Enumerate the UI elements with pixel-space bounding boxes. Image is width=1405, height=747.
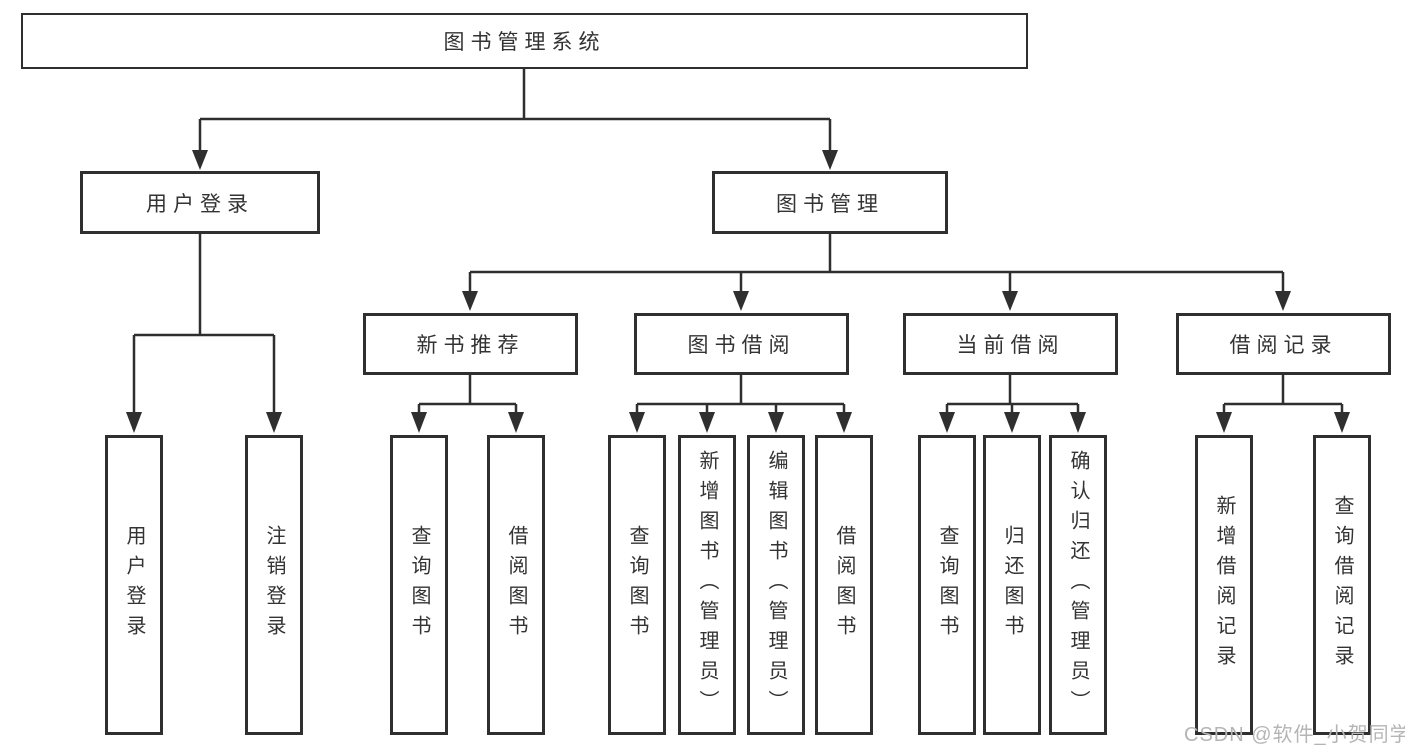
leaf-borrow-books-1-label: 借阅图书 bbox=[505, 525, 527, 645]
node-book-borrow: 图书借阅 bbox=[634, 313, 849, 375]
leaf-add-borrow-record: 新增借阅记录 bbox=[1195, 435, 1253, 735]
leaf-query-books-1-label: 查询图书 bbox=[408, 525, 430, 645]
node-current-borrow-label: 当前借阅 bbox=[956, 334, 1065, 357]
leaf-add-book-admin: 新增图书（管理员） bbox=[678, 435, 736, 735]
leaf-borrow-books-2-label: 借阅图书 bbox=[833, 525, 855, 645]
watermark: CSDN @软件_小贺同学 bbox=[1184, 724, 1405, 746]
leaf-query-books-2: 查询图书 bbox=[608, 435, 666, 735]
node-current-borrow: 当前借阅 bbox=[903, 313, 1118, 375]
node-borrow-records: 借阅记录 bbox=[1176, 313, 1391, 375]
leaf-edit-book-admin-label: 编辑图书（管理员） bbox=[765, 450, 787, 720]
leaf-user-login-label: 用户登录 bbox=[123, 525, 145, 645]
leaf-return-book: 归还图书 bbox=[983, 435, 1041, 735]
node-user-login: 用户登录 bbox=[80, 171, 320, 234]
leaf-edit-book-admin: 编辑图书（管理员） bbox=[747, 435, 805, 735]
leaf-logout-label: 注销登录 bbox=[263, 525, 285, 645]
leaf-query-books-1: 查询图书 bbox=[390, 435, 448, 735]
node-borrow-records-label: 借阅记录 bbox=[1229, 334, 1338, 357]
leaf-add-borrow-record-label: 新增借阅记录 bbox=[1213, 495, 1235, 675]
leaf-logout: 注销登录 bbox=[245, 435, 303, 735]
node-book-borrow-label: 图书借阅 bbox=[687, 334, 796, 357]
leaf-return-book-label: 归还图书 bbox=[1001, 525, 1023, 645]
leaf-borrow-books-1: 借阅图书 bbox=[487, 435, 545, 735]
leaf-user-login: 用户登录 bbox=[105, 435, 163, 735]
leaf-query-books-3-label: 查询图书 bbox=[936, 525, 958, 645]
leaf-borrow-books-2: 借阅图书 bbox=[815, 435, 873, 735]
leaf-confirm-return-admin-label: 确认归还（管理员） bbox=[1067, 450, 1089, 720]
node-new-book-rec: 新书推荐 bbox=[363, 313, 578, 375]
leaf-query-books-3: 查询图书 bbox=[918, 435, 976, 735]
leaf-query-borrow-record: 查询借阅记录 bbox=[1313, 435, 1371, 735]
node-new-book-rec-label: 新书推荐 bbox=[416, 334, 525, 357]
node-book-mgmt-label: 图书管理 bbox=[776, 192, 884, 216]
node-user-login-label: 用户登录 bbox=[146, 192, 254, 216]
leaf-confirm-return-admin: 确认归还（管理员） bbox=[1049, 435, 1107, 735]
node-book-mgmt: 图书管理 bbox=[712, 171, 948, 234]
leaf-query-borrow-record-label: 查询借阅记录 bbox=[1331, 495, 1353, 675]
node-root: 图书管理系统 bbox=[21, 13, 1028, 69]
leaf-add-book-admin-label: 新增图书（管理员） bbox=[696, 450, 718, 720]
leaf-query-books-2-label: 查询图书 bbox=[626, 525, 648, 645]
node-root-label: 图书管理系统 bbox=[443, 31, 606, 54]
